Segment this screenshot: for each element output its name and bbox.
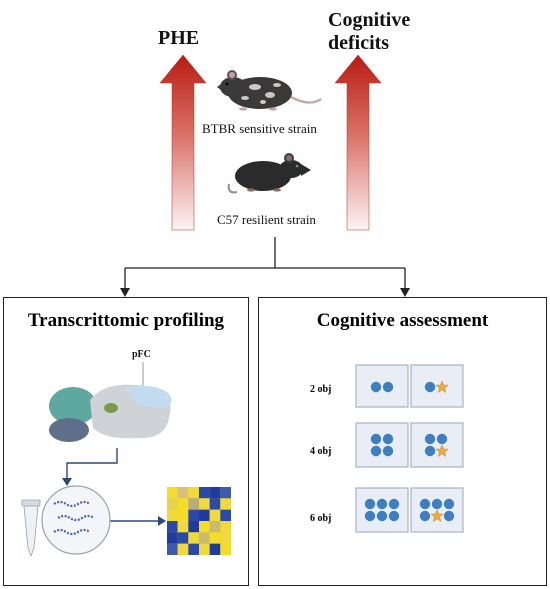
branch-connector: [120, 237, 410, 297]
two-object-test: [355, 364, 464, 408]
cognitive-deficits-label-line2: deficits: [328, 32, 390, 54]
brain-icon: [49, 384, 172, 442]
cognitive-deficits-arrow-icon: [334, 54, 382, 231]
tube-icon: [21, 499, 41, 558]
cognitive-deficits-label-line1: Cognitive: [328, 9, 411, 31]
phe-arrow-icon: [159, 54, 207, 231]
transcriptomic-title: Transcrittomic profiling: [27, 310, 225, 331]
two-object-label: 2 obj: [310, 384, 332, 395]
mouse-c57-icon: [227, 153, 311, 194]
four-object-test: [355, 422, 464, 468]
mouse-btbr-icon: [217, 70, 322, 111]
heatmap-icon: [167, 487, 231, 555]
six-object-test: [355, 487, 464, 533]
cognitive-title: Cognitive assessment: [316, 310, 489, 331]
c57-strain-label: C57 resilient strain: [217, 212, 316, 227]
six-object-label: 6 obj: [310, 513, 332, 524]
pfc-label: pFC: [132, 349, 151, 360]
phe-label: PHE: [158, 27, 200, 49]
btbr-strain-label: BTBR sensitive strain: [202, 121, 317, 136]
four-object-label: 4 obj: [310, 446, 332, 457]
rna-strands-icon: [41, 485, 111, 555]
